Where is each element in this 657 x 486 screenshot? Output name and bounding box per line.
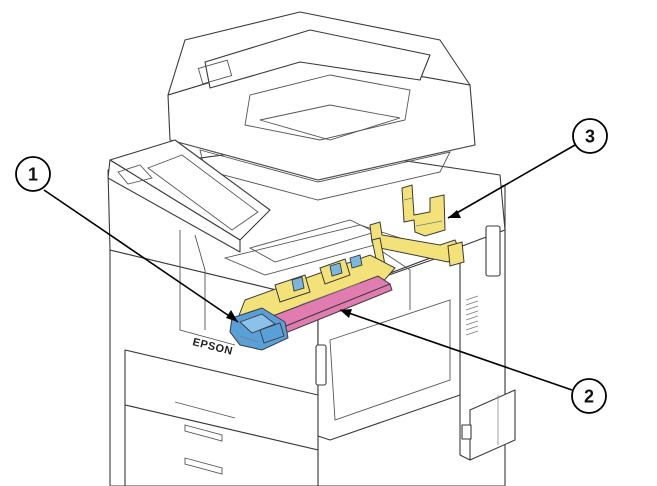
part-2-transfer-unit	[237, 254, 396, 337]
svg-text:2: 2	[584, 387, 594, 407]
part-1-blue-unit	[229, 307, 289, 351]
control-panel	[107, 139, 271, 253]
side-vents	[465, 295, 479, 336]
leader-lines	[43, 144, 576, 391]
svg-text:1: 1	[28, 165, 38, 185]
callout-3: 3	[572, 118, 608, 154]
document-feeder	[167, 11, 476, 201]
callout-1: 1	[15, 156, 51, 192]
svg-text:3: 3	[585, 127, 595, 147]
callout-2: 2	[571, 378, 607, 414]
